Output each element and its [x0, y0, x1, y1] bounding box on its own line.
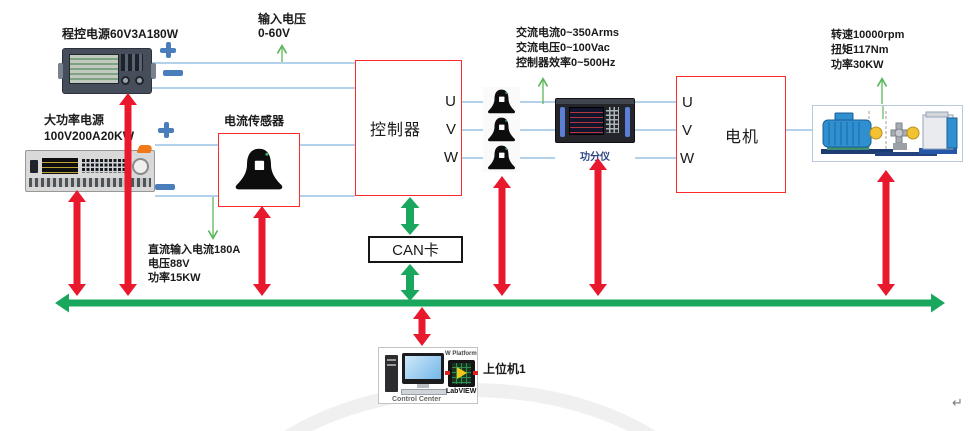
current-sensor-icon: [484, 116, 519, 144]
controller-box: 控制器 U V W: [355, 60, 462, 196]
current-sensor-label: 电流传感器: [224, 114, 285, 128]
handle-icon: [58, 63, 63, 79]
dc-spec-line3: 功率15KW: [148, 272, 201, 284]
dc-spec-line2: 电压88V: [148, 258, 190, 270]
knob-icon: [121, 76, 130, 85]
input-voltage-annotation: 输入电压 0-60V: [258, 12, 306, 40]
motor-spec-line2: 扭矩117Nm: [831, 44, 889, 56]
high-power-supply-image: [25, 145, 155, 192]
dc-spec-line1: 直流输入电流180A: [148, 244, 241, 256]
analyzer-top-strip: [556, 99, 634, 104]
current-sensor-icon: [484, 88, 519, 116]
phase-v-label: V: [445, 121, 456, 138]
can-card-label: CAN卡: [392, 242, 439, 259]
can-card-box: CAN卡: [368, 236, 463, 263]
vent-grille: [29, 178, 151, 187]
phase-u-label: U: [445, 93, 456, 110]
minus-icon: [155, 184, 175, 190]
prog-supply-label: 程控电源60V3A180W: [62, 27, 179, 41]
phase-w-sensor-image: [483, 143, 520, 172]
button-grid: [121, 54, 143, 71]
labview-platform-text: W Platform: [445, 351, 477, 357]
high-power-label-line2: 100V200A20KW: [44, 129, 135, 143]
host-pc-image: W Platform LabVIEW Control Center: [378, 347, 478, 404]
power-analyzer-image: [555, 98, 635, 143]
ac-spec-line3: 控制器效率0~500Hz: [516, 57, 616, 69]
power-analyzer-label: 功分仪: [580, 152, 610, 163]
motor-specs-annotation: 转速10000rpm 扭矩117Nm 功率30KW: [831, 28, 904, 73]
phase-w-label: W: [680, 150, 695, 167]
motor-bench-image: [812, 105, 963, 162]
knob-icon: [135, 76, 144, 85]
pc-tower-icon: [385, 355, 398, 392]
analyzer-screen: [569, 107, 604, 135]
knob-icon: [132, 158, 149, 175]
dc-specs-annotation: 直流输入电流180A 电压88V 功率15KW: [148, 243, 240, 285]
motor-spec-line1: 转速10000rpm: [831, 29, 905, 41]
motor-title: 电机: [725, 128, 760, 146]
handle-icon: [560, 107, 565, 137]
input-voltage-line2: 0-60V: [258, 26, 291, 40]
ac-wires: [462, 101, 812, 159]
handle-icon: [625, 107, 630, 137]
lcd-screen: [69, 54, 119, 84]
motor-box: U V W 电机: [676, 76, 786, 193]
phase-u-label: U: [682, 94, 693, 111]
monitor-stand: [417, 384, 429, 388]
input-voltage-line1: 输入电压: [258, 12, 307, 26]
phase-v-sensor-image: [483, 115, 520, 144]
display-screen: [42, 158, 78, 174]
labview-icon: [445, 360, 478, 387]
host-label: 上位机1: [483, 362, 526, 376]
ac-spec-line1: 交流电流0~350Arms: [516, 27, 620, 39]
brand-logo-icon: [136, 145, 154, 153]
phase-w-label: W: [443, 149, 458, 166]
keyboard-icon: [401, 389, 447, 395]
ac-specs-annotation: 交流电流0~350Arms 交流电压0~100Vac 控制器效率0~500Hz: [516, 26, 619, 71]
controller-title: 控制器: [370, 122, 422, 139]
high-power-label-line1: 大功率电源: [44, 113, 105, 127]
motor-bench-drawing: [821, 106, 958, 156]
power-switch-icon: [30, 160, 38, 173]
plus-icon: [158, 122, 174, 138]
labview-text: LabVIEW: [446, 388, 477, 395]
phase-v-label: V: [682, 122, 693, 139]
minus-icon: [163, 70, 183, 76]
return-mark: ↵: [952, 395, 963, 410]
handle-icon: [151, 63, 156, 79]
current-sensor-image: [218, 133, 300, 207]
monitor-icon: [402, 353, 444, 384]
current-sensor-icon: [484, 144, 519, 172]
plus-icon: [160, 42, 176, 58]
analyzer-keys: [606, 107, 619, 133]
control-center-text: Control Center: [392, 396, 441, 403]
motor-spec-line3: 功率30KW: [831, 59, 884, 71]
high-power-supply-label: 大功率电源 100V200A20KW: [44, 112, 134, 144]
phase-u-sensor-image: [483, 87, 520, 116]
prog-supply-image: [58, 48, 156, 94]
ac-spec-line2: 交流电压0~100Vac: [516, 42, 610, 54]
keypad: [82, 159, 126, 173]
current-sensor-icon: [230, 146, 288, 194]
